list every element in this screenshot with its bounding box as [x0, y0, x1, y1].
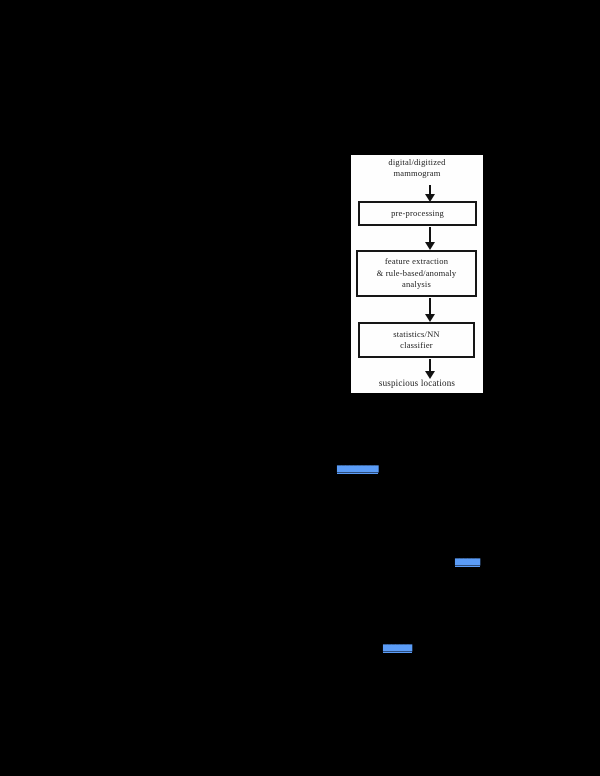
- arrow-head: [425, 371, 435, 379]
- arrow-head: [425, 314, 435, 322]
- arrow-down-icon: [424, 359, 436, 379]
- preprocessing-label: pre-processing: [391, 208, 444, 218]
- feature-extraction-line2: & rule-based/anomaly: [376, 267, 457, 278]
- flowchart-box-classifier: statistics/NN classifier: [358, 322, 475, 358]
- arrow-shaft: [429, 298, 431, 314]
- flowchart-box-feature-extraction: feature extraction & rule-based/anomaly …: [356, 250, 477, 297]
- arrow-down-icon: [424, 185, 436, 202]
- arrow-shaft: [429, 185, 431, 194]
- figure-flowchart: digital/digitized mammogram pre-processi…: [351, 155, 483, 393]
- arrow-head: [425, 242, 435, 250]
- flowchart-source-label: digital/digitized mammogram: [351, 157, 483, 179]
- feature-extraction-line3: analysis: [402, 279, 431, 290]
- flowchart-sink-label: suspicious locations: [378, 378, 456, 388]
- hyperlink-overlay-2[interactable]: ██████: [455, 559, 480, 567]
- arrow-down-icon: [424, 227, 436, 250]
- hyperlink-overlay-1[interactable]: ██████████: [337, 466, 379, 474]
- arrow-shaft: [429, 359, 431, 371]
- classifier-line1: statistics/NN: [393, 329, 440, 339]
- hyperlink-overlay-3[interactable]: ███████: [383, 645, 412, 653]
- flowchart-box-preprocessing: pre-processing: [358, 201, 477, 226]
- arrow-head: [425, 194, 435, 202]
- source-label-line2: mammogram: [393, 168, 441, 178]
- source-label-line1: digital/digitized: [388, 157, 446, 167]
- classifier-line2: classifier: [400, 340, 433, 350]
- arrow-shaft: [429, 227, 431, 242]
- feature-extraction-line1: feature extraction: [384, 256, 449, 267]
- arrow-down-icon: [424, 298, 436, 322]
